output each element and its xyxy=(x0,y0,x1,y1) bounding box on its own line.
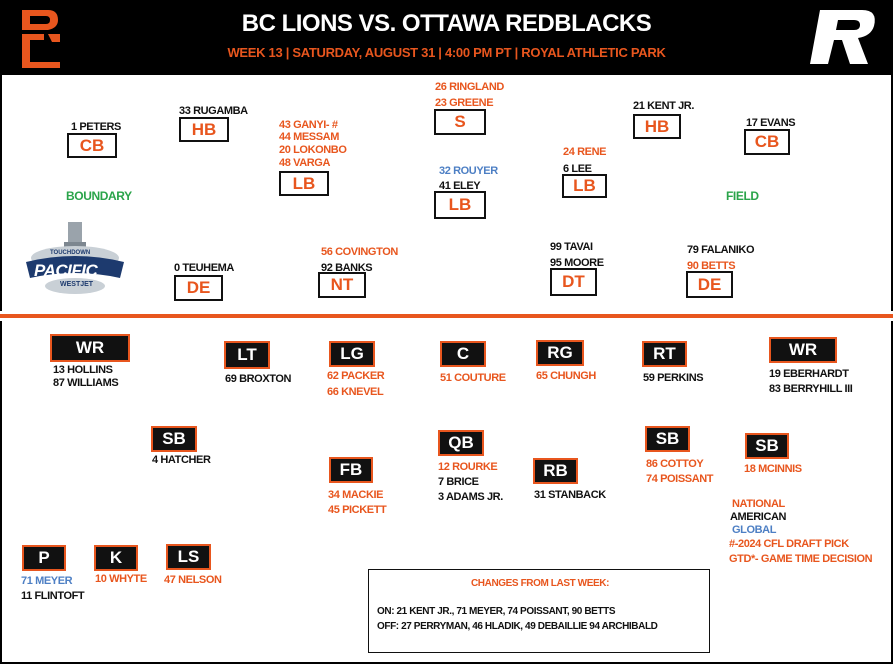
sb-mid-box: SB xyxy=(646,427,689,451)
lt-player-1: 69 BROXTON xyxy=(225,373,292,385)
s-player-1: 26 RINGLAND xyxy=(435,81,504,93)
ls-player-1: 47 NELSON xyxy=(164,574,222,586)
wr-right-box: WR xyxy=(770,338,836,362)
sb-left-box: SB xyxy=(152,427,196,451)
ls-box: LS xyxy=(167,545,210,569)
rb-player-1: 31 STANBACK xyxy=(534,489,606,501)
legend-gtd: GTD*- GAME TIME DECISION xyxy=(729,553,873,565)
hb-left-box: HB xyxy=(179,117,229,142)
changes-title: CHANGES FROM LAST WEEK: xyxy=(470,578,610,589)
lt-box: LT xyxy=(225,342,269,368)
s-box: S xyxy=(434,109,486,135)
hb-right-player-1: 21 KENT JR. xyxy=(633,100,695,112)
nt-player-2: 92 BANKS xyxy=(321,262,373,274)
legend-global: GLOBAL xyxy=(732,524,777,536)
legend-national: NATIONAL xyxy=(732,498,785,510)
sb-mid-player-2: 74 POISSANT xyxy=(646,473,714,485)
lb-right-player-2: 6 LEE xyxy=(563,163,592,175)
wr-left-player-2: 87 WILLIAMS xyxy=(53,377,119,389)
lb-mid-player-2: 41 ELEY xyxy=(439,180,481,192)
fb-player-2: 45 PICKETT xyxy=(328,504,387,516)
rg-box: RG xyxy=(537,341,583,365)
wr-left-player-1: 13 HOLLINS xyxy=(53,364,113,376)
rg-player-1: 65 CHUNGH xyxy=(536,370,596,382)
lb-left-player-1: 43 GANYI- # xyxy=(279,119,338,131)
de-right-box: DE xyxy=(686,271,733,298)
fb-player-1: 34 MACKIE xyxy=(328,489,384,501)
sponsor-top: TOUCHDOWN xyxy=(50,250,91,256)
legend-draft: #-2024 CFL DRAFT PICK xyxy=(729,538,849,550)
hb-left-player-1: 33 RUGAMBA xyxy=(179,105,248,117)
field-label: FIELD xyxy=(726,189,759,203)
p-player-2: 11 FLINTOFT xyxy=(21,590,85,602)
wr-right-player-2: 83 BERRYHILL III xyxy=(769,383,853,395)
lg-player-2: 66 KNEVEL xyxy=(327,386,384,398)
cb-right-player-1: 17 EVANS xyxy=(746,117,796,129)
lb-left-player-3: 20 LOKONBO xyxy=(279,144,347,156)
qb-player-3: 3 ADAMS JR. xyxy=(438,491,503,503)
c-player-1: 51 COUTURE xyxy=(440,372,506,384)
de-right-player-2: 90 BETTS xyxy=(687,260,736,272)
de-left-player-1: 0 TEUHEMA xyxy=(174,262,234,274)
qb-box: QB xyxy=(439,431,483,455)
redblacks-logo: R xyxy=(806,6,880,68)
rt-player-1: 59 PERKINS xyxy=(643,372,704,384)
sb-left-player-1: 4 HATCHER xyxy=(152,454,211,466)
cb-right-box: CB xyxy=(744,129,790,155)
c-box: C xyxy=(441,342,485,366)
k-player-1: 10 WHYTE xyxy=(95,573,147,585)
header-bar: BC BC LIONS VS. OTTAWA REDBLACKS WEEK 13… xyxy=(0,0,893,74)
sponsor-main: PACIFIC xyxy=(34,261,98,280)
sb-mid-player-1: 86 COTTOY xyxy=(646,458,704,470)
p-player-1: 71 MEYER xyxy=(21,575,73,587)
lb-left-player-4: 48 VARGA xyxy=(279,157,330,169)
bc-lions-logo: BC xyxy=(18,6,64,70)
cb-left-player-1: 1 PETERS xyxy=(71,121,121,133)
k-box: K xyxy=(95,546,137,570)
sb-right-box: SB xyxy=(746,434,788,458)
hb-right-box: HB xyxy=(633,114,681,139)
de-left-box: DE xyxy=(174,275,223,301)
page-subtitle: WEEK 13 | SATURDAY, AUGUST 31 | 4:00 PM … xyxy=(227,45,666,60)
changes-off: OFF: 27 PERRYMAN, 46 HLADIK, 49 DEBAILLI… xyxy=(377,621,658,632)
dt-box: DT xyxy=(550,268,597,296)
rb-box: RB xyxy=(534,459,577,483)
nt-box: NT xyxy=(318,272,366,298)
p-box: P xyxy=(23,546,65,570)
rt-box: RT xyxy=(643,342,686,366)
fb-box: FB xyxy=(330,458,372,482)
section-divider xyxy=(0,311,893,321)
lb-right-player-1: 24 RENE xyxy=(563,146,607,158)
page-title: BC LIONS VS. OTTAWA REDBLACKS xyxy=(241,10,652,37)
qb-player-2: 7 BRICE xyxy=(438,476,479,488)
nt-player-1: 56 COVINGTON xyxy=(321,246,398,258)
wr-left-box: WR xyxy=(51,335,129,361)
lg-player-1: 62 PACKER xyxy=(327,370,385,382)
legend-american: AMERICAN xyxy=(730,511,787,523)
lg-box: LG xyxy=(330,342,374,366)
boundary-label: BOUNDARY xyxy=(66,189,132,203)
lb-right-box: LB xyxy=(562,174,607,198)
changes-box: CHANGES FROM LAST WEEK: ON: 21 KENT JR.,… xyxy=(368,569,710,653)
lb-left-box: LB xyxy=(279,171,329,196)
cb-left-box: CB xyxy=(67,133,117,158)
lb-left-player-2: 44 MESSAM xyxy=(279,131,339,143)
sb-right-player-1: 18 MCINNIS xyxy=(744,463,802,475)
de-right-player-1: 79 FALANIKO xyxy=(687,244,755,256)
lb-mid-box: LB xyxy=(434,191,486,219)
touchdown-pacific-logo: TOUCHDOWN PACIFIC WESTJET xyxy=(20,220,130,300)
dt-player-2: 95 MOORE xyxy=(550,257,604,269)
s-player-2: 23 GREENE xyxy=(435,97,494,109)
sponsor-sub: WESTJET xyxy=(60,281,94,288)
dt-player-1: 99 TAVAI xyxy=(550,241,593,253)
wr-right-player-1: 19 EBERHARDT xyxy=(769,368,849,380)
lb-mid-player-1: 32 ROUYER xyxy=(439,165,498,177)
changes-on: ON: 21 KENT JR., 71 MEYER, 74 POISSANT, … xyxy=(377,606,616,617)
qb-player-1: 12 ROURKE xyxy=(438,461,498,473)
